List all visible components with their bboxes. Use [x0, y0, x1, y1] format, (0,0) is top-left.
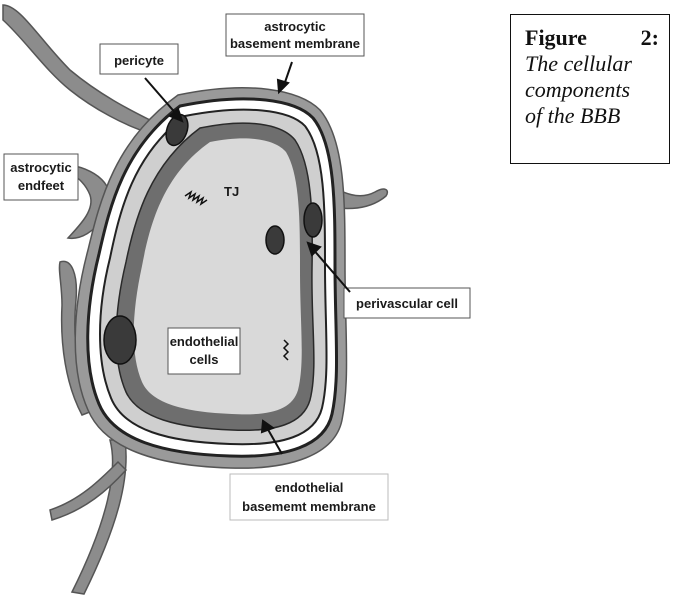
endothelial-nucleus-left: [104, 316, 136, 364]
figure-caption: Figure 2: The cellular components of the…: [510, 14, 670, 164]
label-astrocytic-bm-line1: astrocytic: [264, 19, 325, 34]
perivascular-cell-nucleus: [304, 203, 322, 237]
figure-word: Figure: [525, 25, 587, 51]
figure-caption-line1: The cellular: [525, 51, 659, 77]
figure-caption-line3: of the BBB: [525, 103, 659, 129]
label-endothelial-bm-line1: endothelial: [275, 480, 344, 495]
label-astrocytic-endfeet-line1: astrocytic: [10, 160, 71, 175]
label-astrocytic-endfeet: astrocytic endfeet: [4, 154, 78, 200]
label-astrocytic-basement-membrane: astrocytic basement membrane: [226, 14, 364, 56]
label-endothelial-cells: endothelial cells: [168, 328, 240, 374]
label-astrocytic-bm-line2: basement membrane: [230, 36, 360, 51]
label-endothelial-cells-line1: endothelial: [170, 334, 239, 349]
label-endothelial-basement-membrane: endothelial basememt membrane: [230, 474, 388, 520]
label-perivascular-cell-text: perivascular cell: [356, 296, 458, 311]
label-astrocytic-endfeet-line2: endfeet: [18, 178, 65, 193]
arrowhead-astrocytic-bm: [278, 80, 288, 92]
label-pericyte-text: pericyte: [114, 53, 164, 68]
label-endothelial-bm-line2: basememt membrane: [242, 499, 376, 514]
label-perivascular-cell: perivascular cell: [344, 288, 470, 318]
figure-caption-heading: Figure 2:: [525, 25, 659, 51]
label-endothelial-cells-line2: cells: [190, 352, 219, 367]
endothelial-nucleus-right: [266, 226, 284, 254]
label-tj: TJ: [224, 184, 239, 199]
label-pericyte: pericyte: [100, 44, 178, 74]
figure-caption-line2: components: [525, 77, 659, 103]
figure-number: 2:: [641, 25, 659, 51]
